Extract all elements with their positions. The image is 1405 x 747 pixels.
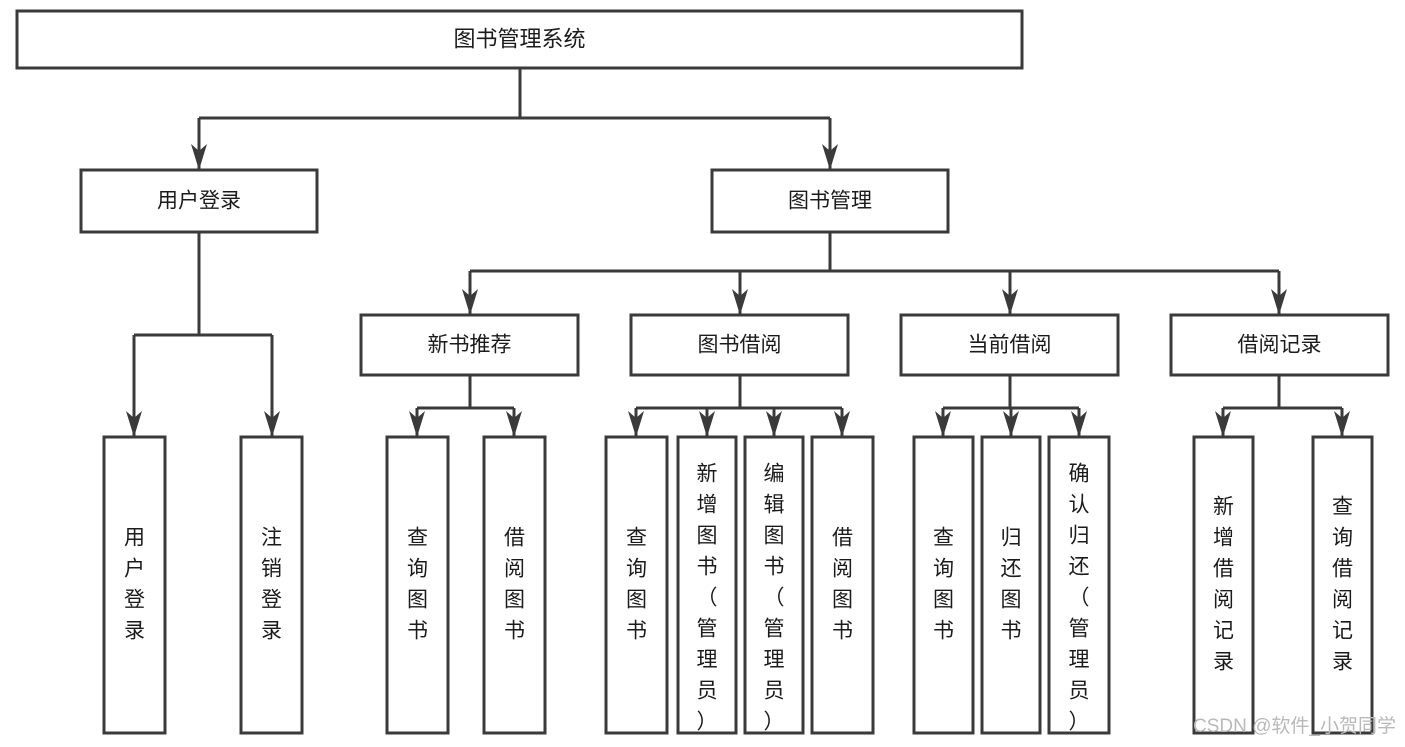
node-leaf-borrow-book-rec[interactable]: 借阅图书 xyxy=(482,435,547,735)
node-label-leaf-query-book-borrow: 查询图书 xyxy=(626,526,647,642)
arrow-head-icon xyxy=(935,411,951,437)
node-leaf-add-book[interactable]: 新增图书（管理员） xyxy=(676,435,738,735)
arrow-head-icon xyxy=(1215,411,1231,437)
node-box-current-borrow[interactable] xyxy=(899,313,1120,377)
node-label-leaf-confirm-return: 确认归还（管理员） xyxy=(1069,462,1090,733)
node-label-book-borrow: 图书借阅 xyxy=(698,334,782,357)
node-box-leaf-return-book[interactable] xyxy=(980,435,1042,735)
node-box-leaf-borrow-book[interactable] xyxy=(810,435,875,735)
node-leaf-query-record[interactable]: 查询借阅记录 xyxy=(1311,435,1374,735)
node-label-leaf-query-book-cur: 查询图书 xyxy=(933,526,954,642)
node-leaf-return-book[interactable]: 归还图书 xyxy=(980,435,1042,735)
node-new-book-recommend[interactable]: 新书推荐 xyxy=(359,313,580,377)
node-box-leaf-user-login[interactable] xyxy=(102,435,167,735)
node-leaf-logout[interactable]: 注销登录 xyxy=(239,435,304,735)
node-box-leaf-add-book[interactable] xyxy=(676,435,738,735)
node-label-user-login: 用户登录 xyxy=(157,190,241,213)
node-box-borrow-record[interactable] xyxy=(1169,313,1390,377)
node-label-leaf-edit-book: 编辑图书（管理员） xyxy=(764,462,785,733)
node-box-leaf-logout[interactable] xyxy=(239,435,304,735)
arrow-head-icon xyxy=(264,411,280,437)
node-box-book-borrow[interactable] xyxy=(629,313,850,377)
node-leaf-query-book-cur[interactable]: 查询图书 xyxy=(912,435,975,735)
arrow-head-icon xyxy=(1271,289,1287,315)
arrow-head-icon xyxy=(191,144,207,170)
node-box-book-manage[interactable] xyxy=(710,168,950,234)
node-user-login[interactable]: 用户登录 xyxy=(79,168,319,234)
node-label-current-borrow: 当前借阅 xyxy=(968,334,1052,357)
node-label-borrow-record: 借阅记录 xyxy=(1238,334,1322,357)
node-leaf-query-book-borrow[interactable]: 查询图书 xyxy=(604,435,669,735)
node-box-root[interactable] xyxy=(15,9,1024,70)
node-box-leaf-confirm-return[interactable] xyxy=(1047,435,1111,735)
node-label-new-book-recommend: 新书推荐 xyxy=(428,334,512,357)
node-leaf-confirm-return[interactable]: 确认归还（管理员） xyxy=(1047,435,1111,735)
node-leaf-query-book-rec[interactable]: 查询图书 xyxy=(385,435,450,735)
node-box-leaf-add-record[interactable] xyxy=(1192,435,1255,735)
node-label-leaf-borrow-book: 借阅图书 xyxy=(832,526,853,642)
arrow-head-icon xyxy=(834,411,850,437)
node-box-leaf-query-book-cur[interactable] xyxy=(912,435,975,735)
node-label-book-manage: 图书管理 xyxy=(788,190,872,213)
arrow-head-icon xyxy=(766,411,782,437)
node-label-root: 图书管理系统 xyxy=(453,26,585,51)
arrow-head-icon xyxy=(506,411,522,437)
arrow-head-icon xyxy=(1002,289,1018,315)
node-label-leaf-add-record: 新增借阅记录 xyxy=(1213,495,1234,673)
arrow-head-icon xyxy=(409,411,425,437)
node-box-leaf-borrow-book-rec[interactable] xyxy=(482,435,547,735)
node-label-leaf-add-book: 新增图书（管理员） xyxy=(697,462,718,733)
node-label-leaf-query-book-rec: 查询图书 xyxy=(407,526,428,642)
node-box-leaf-query-book-rec[interactable] xyxy=(385,435,450,735)
node-box-leaf-edit-book[interactable] xyxy=(743,435,805,735)
node-leaf-user-login[interactable]: 用户登录 xyxy=(102,435,167,735)
node-box-new-book-recommend[interactable] xyxy=(359,313,580,377)
arrow-head-icon xyxy=(1071,411,1087,437)
csdn-watermark: CSDN @软件_小贺同学 xyxy=(1193,715,1396,737)
arrow-head-icon xyxy=(628,411,644,437)
node-label-leaf-user-login: 用户登录 xyxy=(124,526,145,642)
node-leaf-borrow-book[interactable]: 借阅图书 xyxy=(810,435,875,735)
node-box-user-login[interactable] xyxy=(79,168,319,234)
node-box-leaf-query-book-borrow[interactable] xyxy=(604,435,669,735)
arrow-head-icon xyxy=(1334,411,1350,437)
node-root[interactable]: 图书管理系统 xyxy=(15,9,1024,70)
node-book-borrow[interactable]: 图书借阅 xyxy=(629,313,850,377)
node-box-leaf-query-record[interactable] xyxy=(1311,435,1374,735)
arrow-head-icon xyxy=(699,411,715,437)
node-leaf-edit-book[interactable]: 编辑图书（管理员） xyxy=(743,435,805,735)
node-label-leaf-borrow-book-rec: 借阅图书 xyxy=(504,526,525,642)
arrow-head-icon xyxy=(732,289,748,315)
node-label-leaf-return-book: 归还图书 xyxy=(1001,526,1022,642)
connector-layer xyxy=(126,68,1350,437)
node-leaf-add-record[interactable]: 新增借阅记录 xyxy=(1192,435,1255,735)
node-borrow-record[interactable]: 借阅记录 xyxy=(1169,313,1390,377)
node-label-leaf-query-record: 查询借阅记录 xyxy=(1332,495,1353,673)
arrow-head-icon xyxy=(462,289,478,315)
node-layer: 图书管理系统用户登录图书管理新书推荐图书借阅当前借阅借阅记录用户登录注销登录查询… xyxy=(15,9,1390,735)
node-book-manage[interactable]: 图书管理 xyxy=(710,168,950,234)
arrow-head-icon xyxy=(126,411,142,437)
arrow-head-icon xyxy=(822,144,838,170)
node-current-borrow[interactable]: 当前借阅 xyxy=(899,313,1120,377)
node-label-leaf-logout: 注销登录 xyxy=(261,526,282,642)
arrow-head-icon xyxy=(1003,411,1019,437)
